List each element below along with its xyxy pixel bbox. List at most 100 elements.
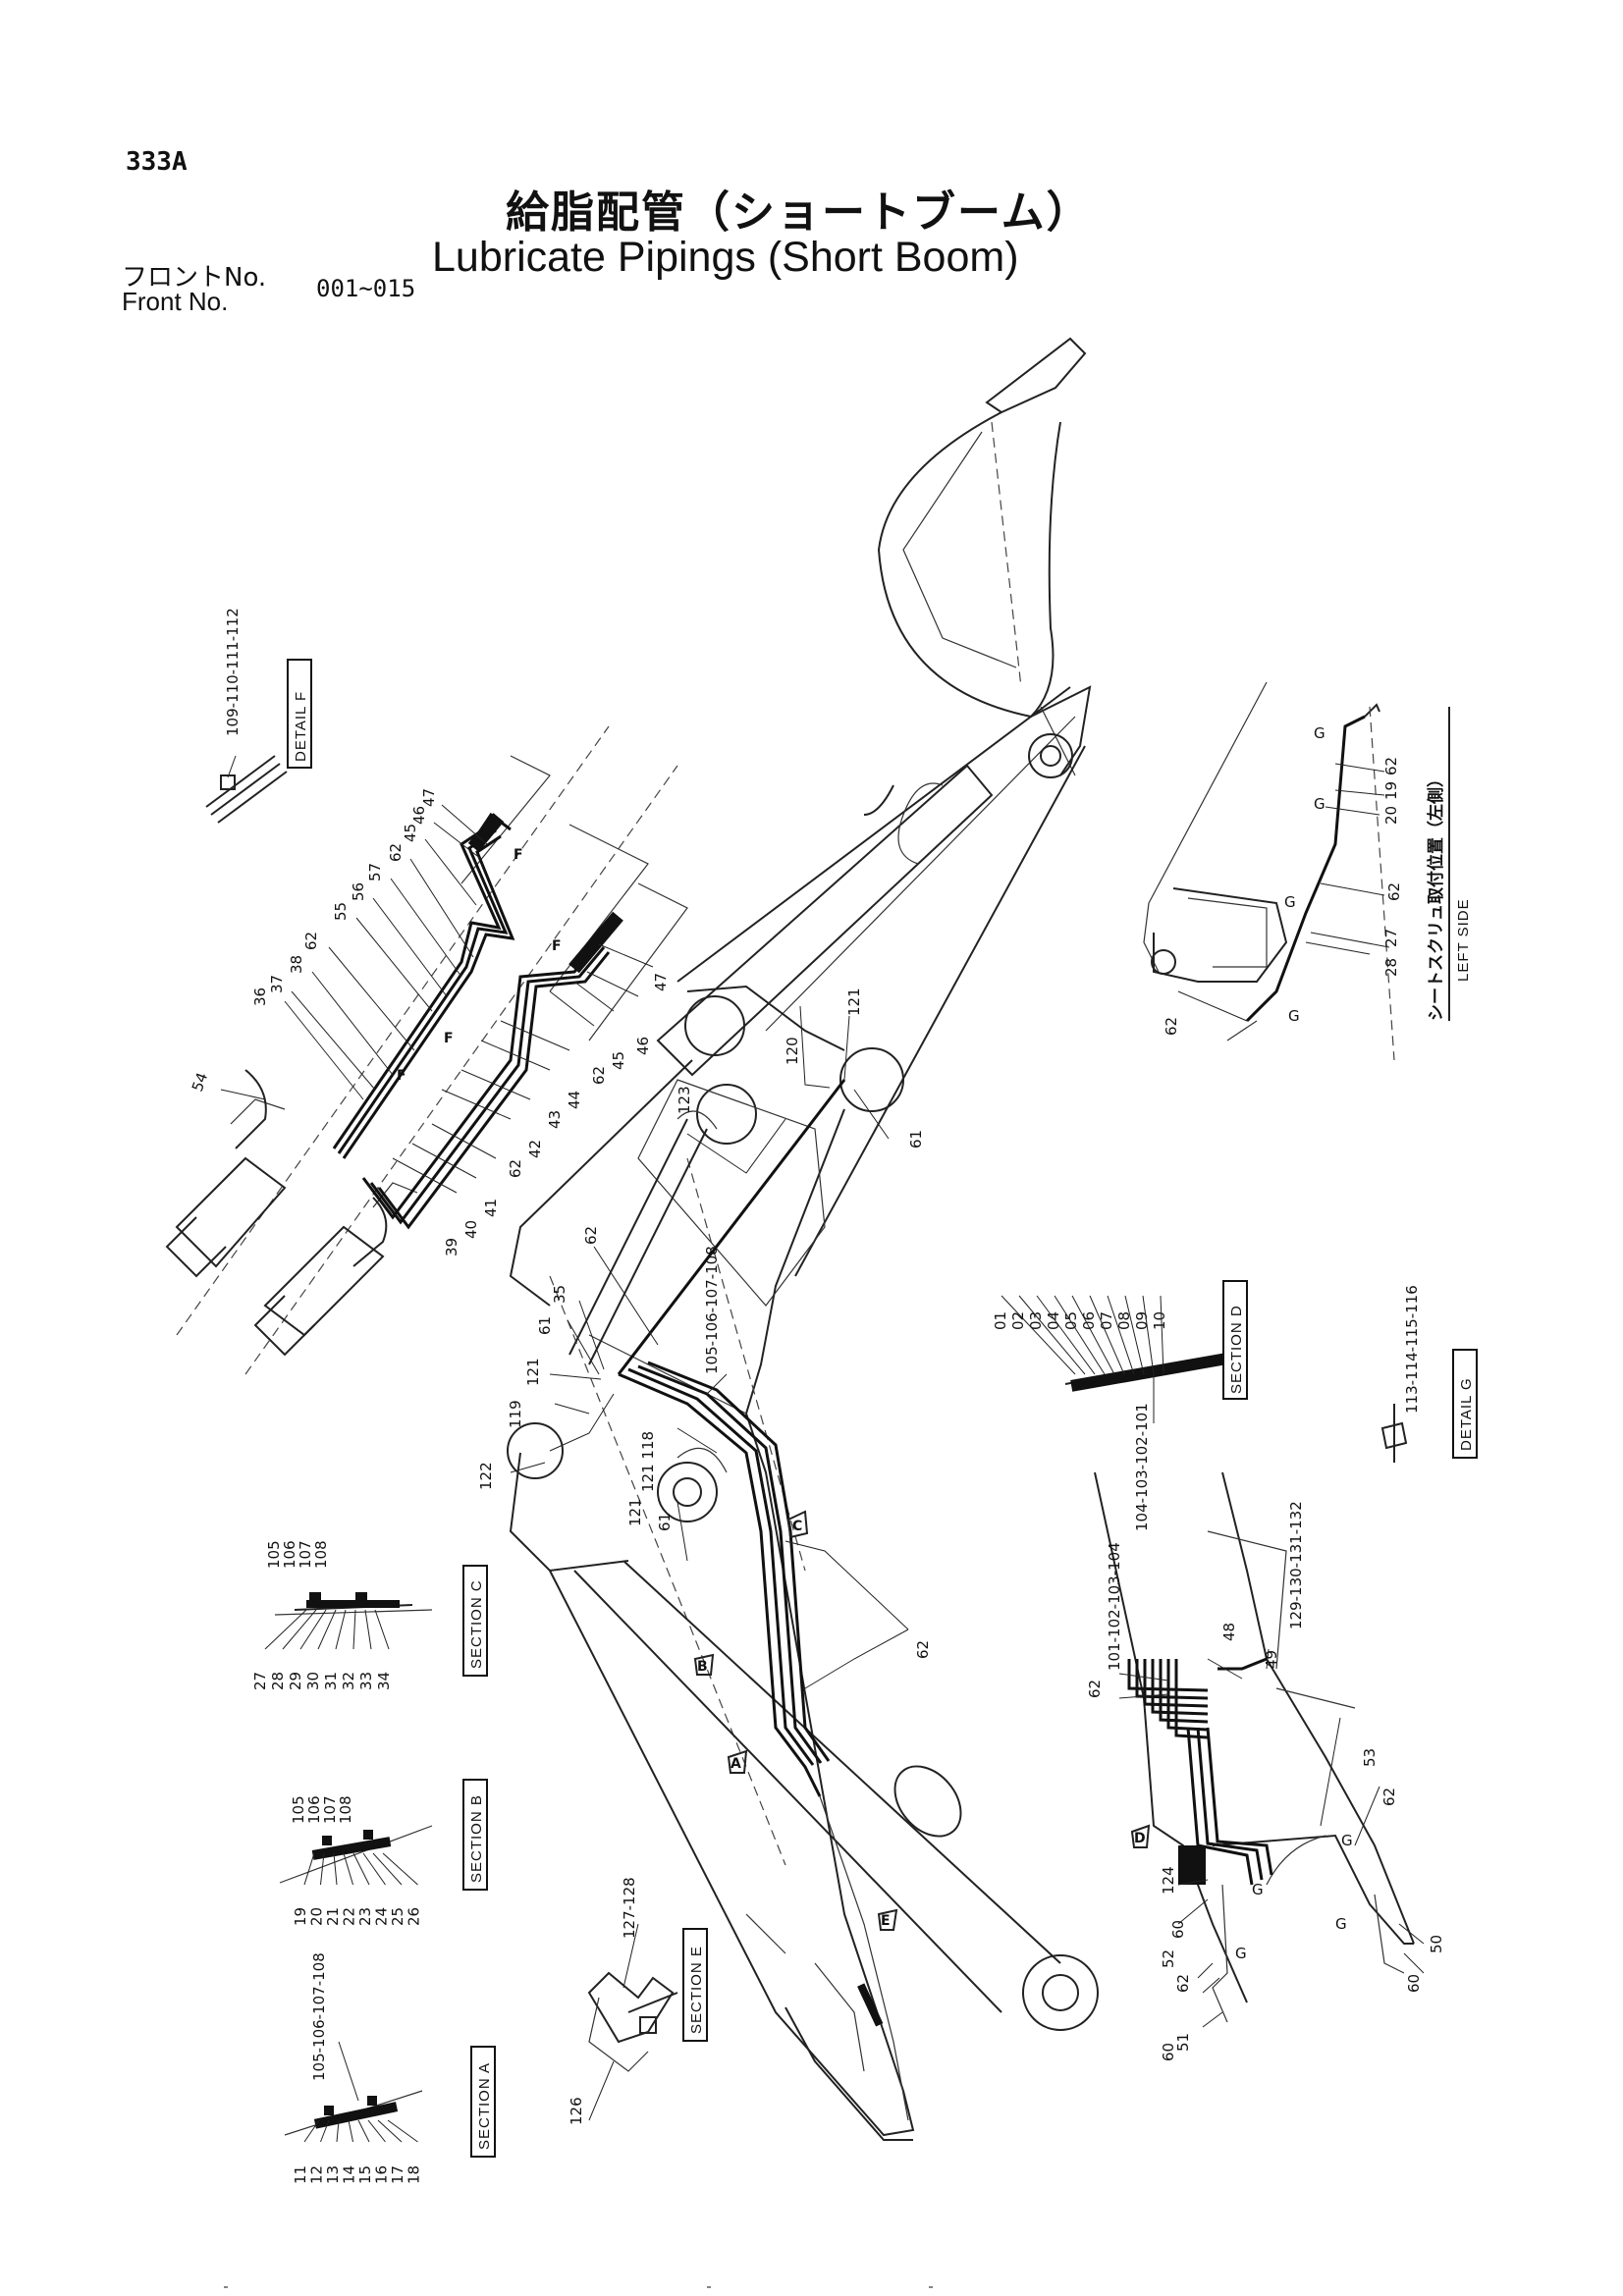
section-b-ref-number: 105 [290, 1795, 307, 1824]
section-e-refs: 127-128 [621, 1877, 638, 1939]
section-d-part-number: 05 [1062, 1311, 1080, 1330]
section-flags: C B A E D [693, 1510, 1151, 1931]
section-e-label-box [682, 1928, 708, 2042]
svg-text:37: 37 [268, 975, 286, 993]
section-c-part-number: 31 [322, 1672, 340, 1690]
svg-text:19: 19 [1382, 781, 1400, 800]
svg-text:E: E [881, 1913, 891, 1929]
section-b-ref-number: 106 [305, 1795, 323, 1824]
section-c-part-number: 28 [269, 1672, 287, 1690]
flag-a: A [727, 1749, 748, 1774]
section-b-label-box [462, 1779, 488, 1891]
svg-text:56: 56 [350, 882, 367, 901]
svg-text:G: G [1235, 1945, 1247, 1962]
detail-g-label-box [1452, 1349, 1478, 1459]
svg-text:C: C [792, 1519, 802, 1534]
section-c-part-number: 30 [304, 1672, 322, 1690]
section-b-part-number: 21 [324, 1907, 342, 1926]
section-d-part-number: 03 [1027, 1311, 1045, 1330]
svg-text:62: 62 [1174, 1974, 1192, 1993]
left-side-en-label: LEFT SIDE [1455, 898, 1472, 982]
svg-text:42: 42 [526, 1140, 544, 1158]
section-b-part-number: 25 [389, 1907, 406, 1926]
section-b-part-number: 20 [308, 1907, 326, 1926]
section-b-label: SECTION B [468, 1794, 485, 1883]
section-c-part-number: 27 [251, 1672, 269, 1690]
front-number-range: 001~015 [316, 275, 416, 302]
svg-text:62: 62 [302, 932, 320, 950]
section-a-part-number: 12 [308, 2165, 326, 2184]
svg-text:62: 62 [1163, 1017, 1180, 1036]
section-b-part-number: 19 [292, 1907, 309, 1926]
section-d-part-number: 08 [1115, 1311, 1133, 1330]
svg-text:51: 51 [1174, 2033, 1192, 2052]
section-c-ref-number: 105 [265, 1540, 283, 1569]
svg-text:62: 62 [1380, 1788, 1398, 1806]
section-d-part-number: 04 [1045, 1311, 1062, 1330]
section-c-ref-number: 106 [281, 1540, 298, 1569]
section-b-part-number: 23 [356, 1907, 374, 1926]
section-a-part-number: 18 [406, 2165, 423, 2184]
boom-outline [507, 985, 1099, 2141]
section-a-refs: 105-106-107-108 [310, 1952, 328, 2081]
svg-text:20: 20 [1382, 806, 1400, 825]
section-c-label-box [462, 1565, 488, 1677]
section-b-part-number: 22 [341, 1907, 358, 1926]
svg-text:38: 38 [288, 955, 305, 974]
title-japanese: 給脂配管（ショートブーム） [506, 187, 1092, 238]
detail-f-label-box [287, 659, 312, 769]
svg-text:60: 60 [1160, 2043, 1177, 2061]
page-code: 333A [126, 147, 188, 177]
section-a-label-box [470, 2046, 496, 2158]
svg-text:121 118: 121 118 [639, 1431, 657, 1492]
svg-text:121: 121 [845, 988, 863, 1016]
svg-text:G: G [1341, 1832, 1353, 1849]
section-c-part-number: 33 [357, 1672, 375, 1690]
detail-f-refs: 109-110-111-112 [224, 608, 242, 736]
svg-text:45: 45 [610, 1051, 627, 1070]
section-a-part-number: 16 [373, 2165, 391, 2184]
svg-text:60: 60 [1169, 1920, 1187, 1939]
section-c-part-number: 34 [375, 1672, 393, 1690]
svg-text:62: 62 [1086, 1680, 1104, 1698]
detail-f-label: DETAIL F [293, 691, 309, 762]
svg-text:45: 45 [402, 824, 419, 842]
svg-text:62: 62 [1385, 882, 1403, 901]
section-b-part-number: 26 [406, 1907, 423, 1926]
section-a-label: SECTION A [476, 2062, 493, 2150]
svg-text:G: G [1335, 1915, 1347, 1933]
detail-f-group: DETAIL F 109-110-111-112 [165, 608, 688, 1375]
section-a-part-number: 11 [292, 2165, 309, 2184]
svg-text:27: 27 [1382, 929, 1400, 947]
left-side-jp-label: シートスクリュ取付位置（左側） [1426, 771, 1446, 1021]
svg-text:119: 119 [507, 1400, 524, 1428]
section-e-group: 127-128 126 SECTION E [568, 1877, 708, 2125]
section-d-label-box [1222, 1280, 1248, 1400]
section-d-part-number: 09 [1133, 1311, 1151, 1330]
section-d-part-number: 06 [1080, 1311, 1098, 1330]
svg-text:36: 36 [251, 988, 269, 1006]
section-a-part-number: 13 [324, 2165, 342, 2184]
boom-pipe-bundle [549, 1079, 909, 2121]
svg-text:46: 46 [634, 1037, 652, 1055]
svg-text:50: 50 [1428, 1935, 1445, 1953]
section-b-ref-number: 108 [337, 1795, 354, 1824]
section-d-part-number: 10 [1151, 1311, 1168, 1330]
svg-text:G: G [1314, 724, 1325, 742]
section-c-part-number: 29 [287, 1672, 304, 1690]
section-a-part-number: 17 [389, 2165, 406, 2184]
svg-text:F: F [397, 1068, 406, 1084]
svg-text:47: 47 [420, 788, 438, 807]
section-c-ref-number: 107 [297, 1540, 314, 1569]
svg-text:61: 61 [907, 1130, 925, 1148]
svg-text:62: 62 [582, 1226, 600, 1245]
section-d-part-number: 07 [1098, 1311, 1115, 1330]
